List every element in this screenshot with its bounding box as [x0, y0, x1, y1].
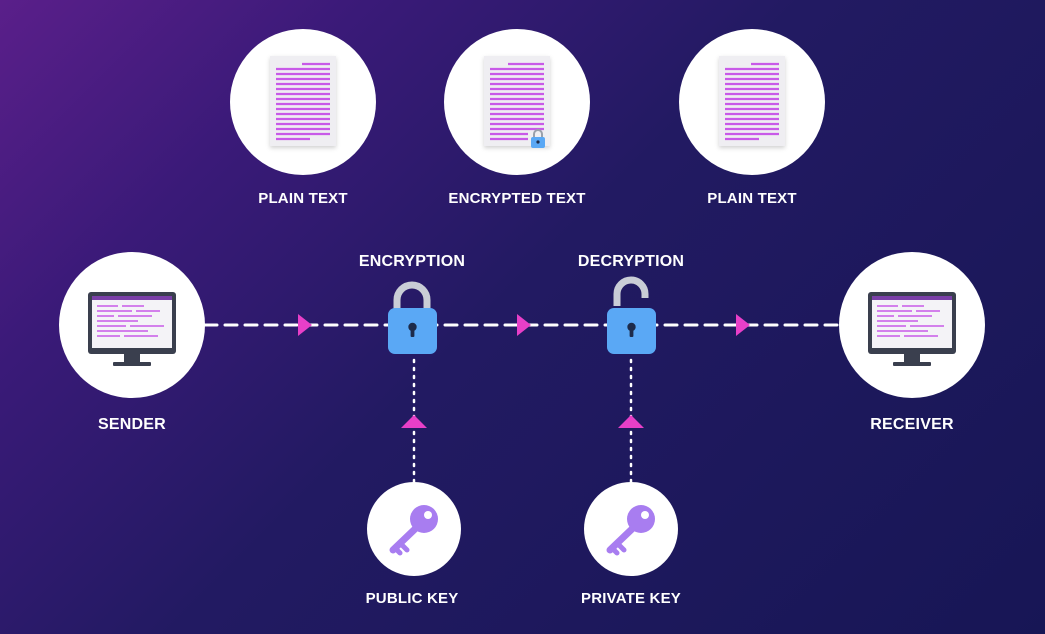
- small-lock-icon: [531, 129, 545, 148]
- sender-label: SENDER: [98, 416, 166, 433]
- locked-padlock-icon: [388, 281, 437, 354]
- encryption-label: ENCRYPTION: [358, 253, 466, 270]
- private-key-label: PRIVATE KEY: [581, 590, 681, 607]
- up-arrow-icon: [401, 415, 427, 428]
- flow-arrow-icon: [517, 314, 531, 336]
- public-key-label: PUBLIC KEY: [365, 590, 459, 607]
- key-icon: [389, 505, 438, 556]
- key-icon: [606, 505, 655, 556]
- plain-text-label: PLAIN TEXT: [258, 190, 348, 207]
- monitor-icon: [868, 292, 956, 366]
- monitor-icon: [88, 292, 176, 366]
- unlocked-padlock-icon: [607, 276, 656, 354]
- receiver-label: RECEIVER: [870, 416, 954, 433]
- flow-arrow-icon: [298, 314, 312, 336]
- encrypted-text-label: ENCRYPTED TEXT: [448, 190, 586, 207]
- up-arrow-icon: [618, 415, 644, 428]
- decryption-label: DECRYPTION: [577, 253, 685, 270]
- flow-arrow-icon: [736, 314, 750, 336]
- plain-text-label-receiver: PLAIN TEXT: [707, 190, 797, 207]
- document-icon: [719, 56, 785, 146]
- document-icon: [270, 56, 336, 146]
- encrypted-document-icon: [484, 56, 550, 148]
